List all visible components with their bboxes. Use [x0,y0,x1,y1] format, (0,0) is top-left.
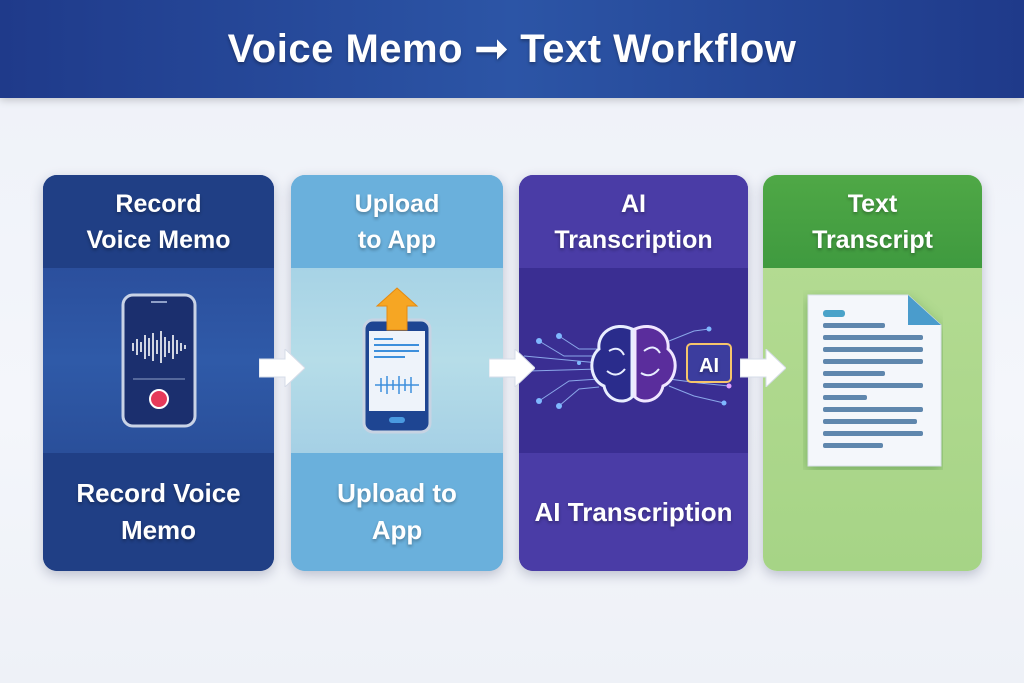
ai-brain-icon: AI [523,324,732,409]
step-illustration [291,268,503,453]
step-card-ai-transcription: AI Transcription AI AI Transcription [519,175,748,571]
step-card-text-transcript: Text Transcript [763,175,982,571]
header-banner: Voice Memo ➞ Text Workflow [0,0,1024,98]
arrow-right-icon [489,349,535,387]
step-title: Upload to App [291,175,503,268]
document-icon [807,294,941,467]
arrow-right-icon [740,349,786,387]
page-title: Voice Memo ➞ Text Workflow [227,27,797,71]
step-card-record: Record Voice Memo Record Voice Memo [43,175,274,571]
step-title: AI Transcription [519,175,748,268]
step-caption: Upload to App [291,453,503,571]
smartphone-recording-icon [121,293,196,428]
smartphone-upload-icon [362,286,432,433]
step-title: Text Transcript [763,175,982,268]
step-illustration [763,285,982,475]
step-illustration [43,268,274,453]
step-card-upload: Upload to App Upload to App [291,175,503,571]
step-illustration: AI [519,268,748,453]
step-title: Record Voice Memo [43,175,274,268]
step-caption: AI Transcription [519,453,748,571]
ai-badge: AI [699,355,719,377]
arrow-right-icon [259,349,305,387]
step-caption: Record Voice Memo [43,453,274,571]
